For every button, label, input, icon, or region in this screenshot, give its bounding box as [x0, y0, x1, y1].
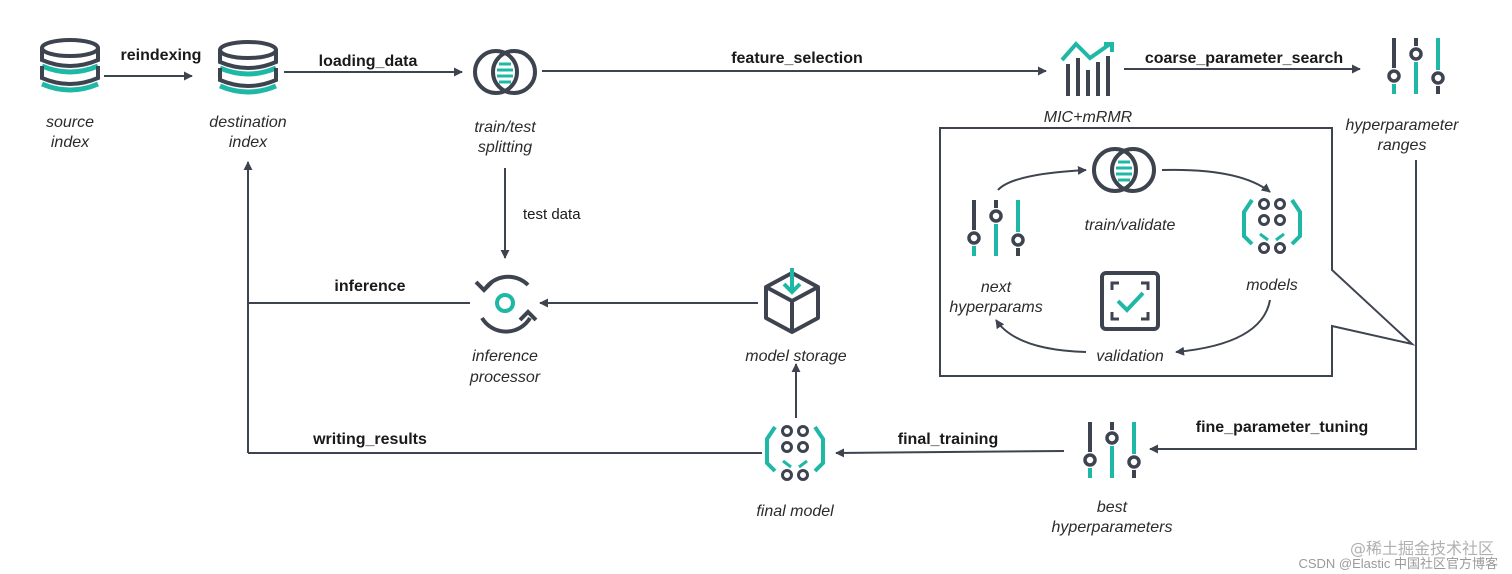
cycle-arrow-to-models — [1161, 168, 1271, 193]
hyperparameter-ranges-node: hyperparameter ranges — [1346, 36, 1460, 154]
neural-model-icon — [765, 424, 825, 482]
sliders-icon — [1083, 420, 1141, 480]
edge-label-fine-parameter-tuning: fine_parameter_tuning — [1196, 419, 1368, 436]
validation-label: validation — [1096, 348, 1164, 365]
mic-mrmr-label: MIC+mRMR — [1044, 109, 1133, 126]
edge-label-loading-data: loading_data — [319, 53, 418, 70]
venn-split-icon — [473, 49, 537, 95]
inference-processor-label-2: processor — [469, 369, 541, 386]
destination-index-label-1: destination — [209, 114, 286, 131]
edges — [104, 64, 1417, 458]
destination-index-label-2: index — [229, 134, 268, 151]
edge-label-test-data: test data — [523, 206, 581, 223]
best-hyperparameters-label-2: hyperparameters — [1052, 519, 1173, 536]
check-frame-icon — [1100, 271, 1160, 331]
cycle-arrow-to-validation — [1175, 299, 1271, 356]
edge-label-reindexing: reindexing — [121, 47, 202, 64]
edge-label-coarse-parameter-search: coarse_parameter_search — [1145, 50, 1343, 67]
sliders-icon — [1387, 36, 1445, 96]
train-validate-label: train/validate — [1085, 217, 1176, 234]
train-test-splitting-node: train/test splitting — [473, 49, 537, 156]
best-hyperparameters-node: best hyperparameters — [1052, 420, 1173, 536]
model-storage-node: model storage — [745, 268, 847, 365]
next-hyperparams-label-2: hyperparams — [949, 299, 1042, 316]
model-storage-label: model storage — [745, 348, 846, 365]
inference-processor-label-1: inference — [472, 348, 538, 365]
source-index-label-1: source — [46, 114, 94, 131]
edge-label-inference: inference — [334, 278, 405, 295]
bar-trend-icon — [1060, 41, 1114, 96]
cycle-arrow-to-next — [995, 319, 1087, 353]
mic-mrmr-node: MIC+mRMR — [1044, 41, 1133, 126]
watermark-line-1: @稀土掘金技术社区 — [1350, 539, 1494, 558]
hyperparameter-ranges-label-2: ranges — [1378, 137, 1427, 154]
inset-callout-frame — [939, 127, 1416, 377]
source-index-node: source index — [42, 40, 98, 151]
destination-index-node: destination index — [209, 42, 287, 151]
watermark-line-2: CSDN @Elastic 中国社区官方博客 — [1298, 556, 1498, 571]
next-hyperparams-label-1: next — [981, 279, 1012, 296]
edge-label-final-training: final_training — [898, 431, 998, 448]
cycle-arrow-to-train — [997, 165, 1087, 191]
source-index-label-2: index — [51, 134, 90, 151]
best-hyperparameters-label-1: best — [1097, 499, 1128, 516]
hyperparameter-search-inset: train/validate models validation next hy… — [939, 127, 1416, 377]
final-model-node: final model — [756, 424, 834, 520]
edge-fine-parameter-tuning — [1149, 160, 1417, 454]
train-test-label-1: train/test — [474, 119, 536, 136]
train-test-label-2: splitting — [478, 139, 532, 156]
refresh-cycle-icon — [474, 274, 538, 334]
edge-label-feature-selection: feature_selection — [731, 50, 863, 67]
database-icon — [42, 40, 98, 90]
edge-final-training — [835, 448, 1065, 458]
inference-processor-node: inference processor — [469, 274, 541, 386]
box-download-icon — [764, 268, 820, 334]
edge-label-writing-results: writing_results — [312, 431, 427, 448]
hyperparameter-ranges-label-1: hyperparameter — [1346, 117, 1460, 134]
database-icon — [220, 42, 276, 92]
final-model-label: final model — [756, 503, 834, 520]
models-label: models — [1246, 277, 1298, 294]
